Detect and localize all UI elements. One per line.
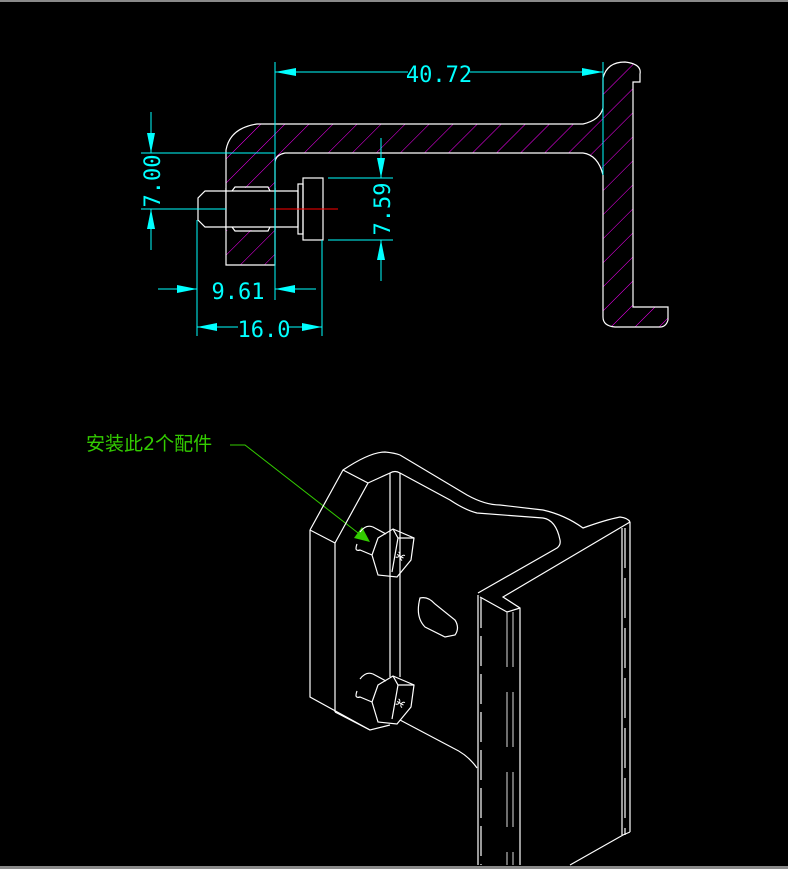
dim-label-9-61: 9.61 xyxy=(212,280,265,305)
dimension-7-00: 7.00 xyxy=(141,112,275,250)
section-view: 40.72 7.00 7.59 xyxy=(141,61,669,343)
dimension-16-0: 16.0 xyxy=(197,318,322,343)
bolt-symbol-icon: ⵣ xyxy=(395,551,409,563)
slot-hole xyxy=(417,597,459,638)
dimension-40-72: 40.72 xyxy=(274,62,604,298)
dimension-9-61: 9.61 xyxy=(158,220,323,336)
dim-label-7-00: 7.00 xyxy=(141,155,166,208)
window-top-border xyxy=(0,0,788,2)
isometric-view: ⵣ ⵣ xyxy=(309,451,631,866)
annotation-callout: 安装此2个配件 xyxy=(86,433,370,542)
leader-arrow-icon xyxy=(354,527,370,542)
annotation-text: 安装此2个配件 xyxy=(86,433,212,455)
dimension-7-59: 7.59 xyxy=(328,138,396,281)
window-bottom-border xyxy=(0,866,788,869)
dim-label-7-59: 7.59 xyxy=(371,183,396,236)
bolt-lower: ⵣ xyxy=(355,672,415,725)
bolt-symbol-icon: ⵣ xyxy=(395,698,409,710)
dim-label-16-0: 16.0 xyxy=(238,318,291,343)
bracket-profile xyxy=(225,61,669,328)
dim-label-40-72: 40.72 xyxy=(406,63,472,88)
